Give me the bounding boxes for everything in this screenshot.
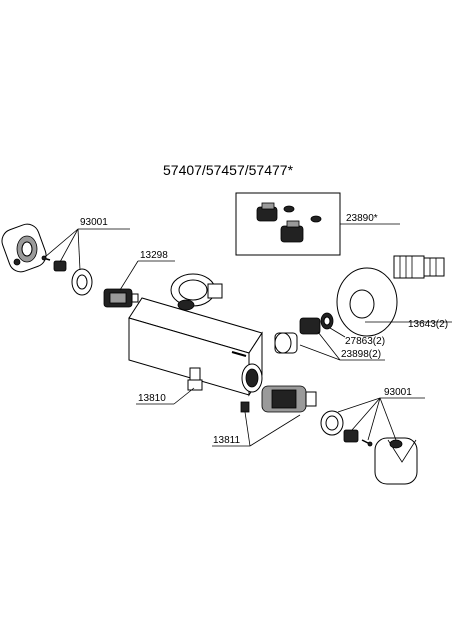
adapter-13643 [393, 255, 445, 279]
rosette-13643 [336, 267, 398, 337]
label-13810: 13810 [138, 393, 166, 404]
diagram-title: 57407/57457/57477* [163, 162, 294, 178]
label-93001-bottom: 93001 [384, 387, 412, 398]
label-93001-top: 93001 [80, 217, 108, 228]
cartridge-13298 [103, 288, 139, 308]
inset-cartridge-lower [280, 220, 304, 243]
ring-left [71, 268, 93, 296]
screw-right [361, 439, 373, 447]
label-23898: 23898(2) [341, 349, 381, 360]
label-13643: 13643(2) [408, 319, 448, 330]
ring-right [320, 410, 344, 436]
adapter-right [343, 429, 359, 443]
label-13811: 13811 [213, 435, 241, 446]
nut-23898 [274, 317, 321, 354]
cartridge-13811 [261, 385, 317, 413]
label-13298: 13298 [140, 250, 168, 261]
handle-left [1, 223, 47, 273]
label-27863: 27863(2) [345, 336, 385, 347]
cartridge-kit-inset: 23890* [235, 192, 400, 256]
handle-right [374, 437, 418, 485]
mixer-body [128, 273, 263, 413]
seal-27863 [320, 312, 334, 330]
inset-cartridge-upper [256, 202, 322, 223]
adapter-left [53, 260, 67, 272]
label-23890: 23890* [346, 213, 378, 224]
